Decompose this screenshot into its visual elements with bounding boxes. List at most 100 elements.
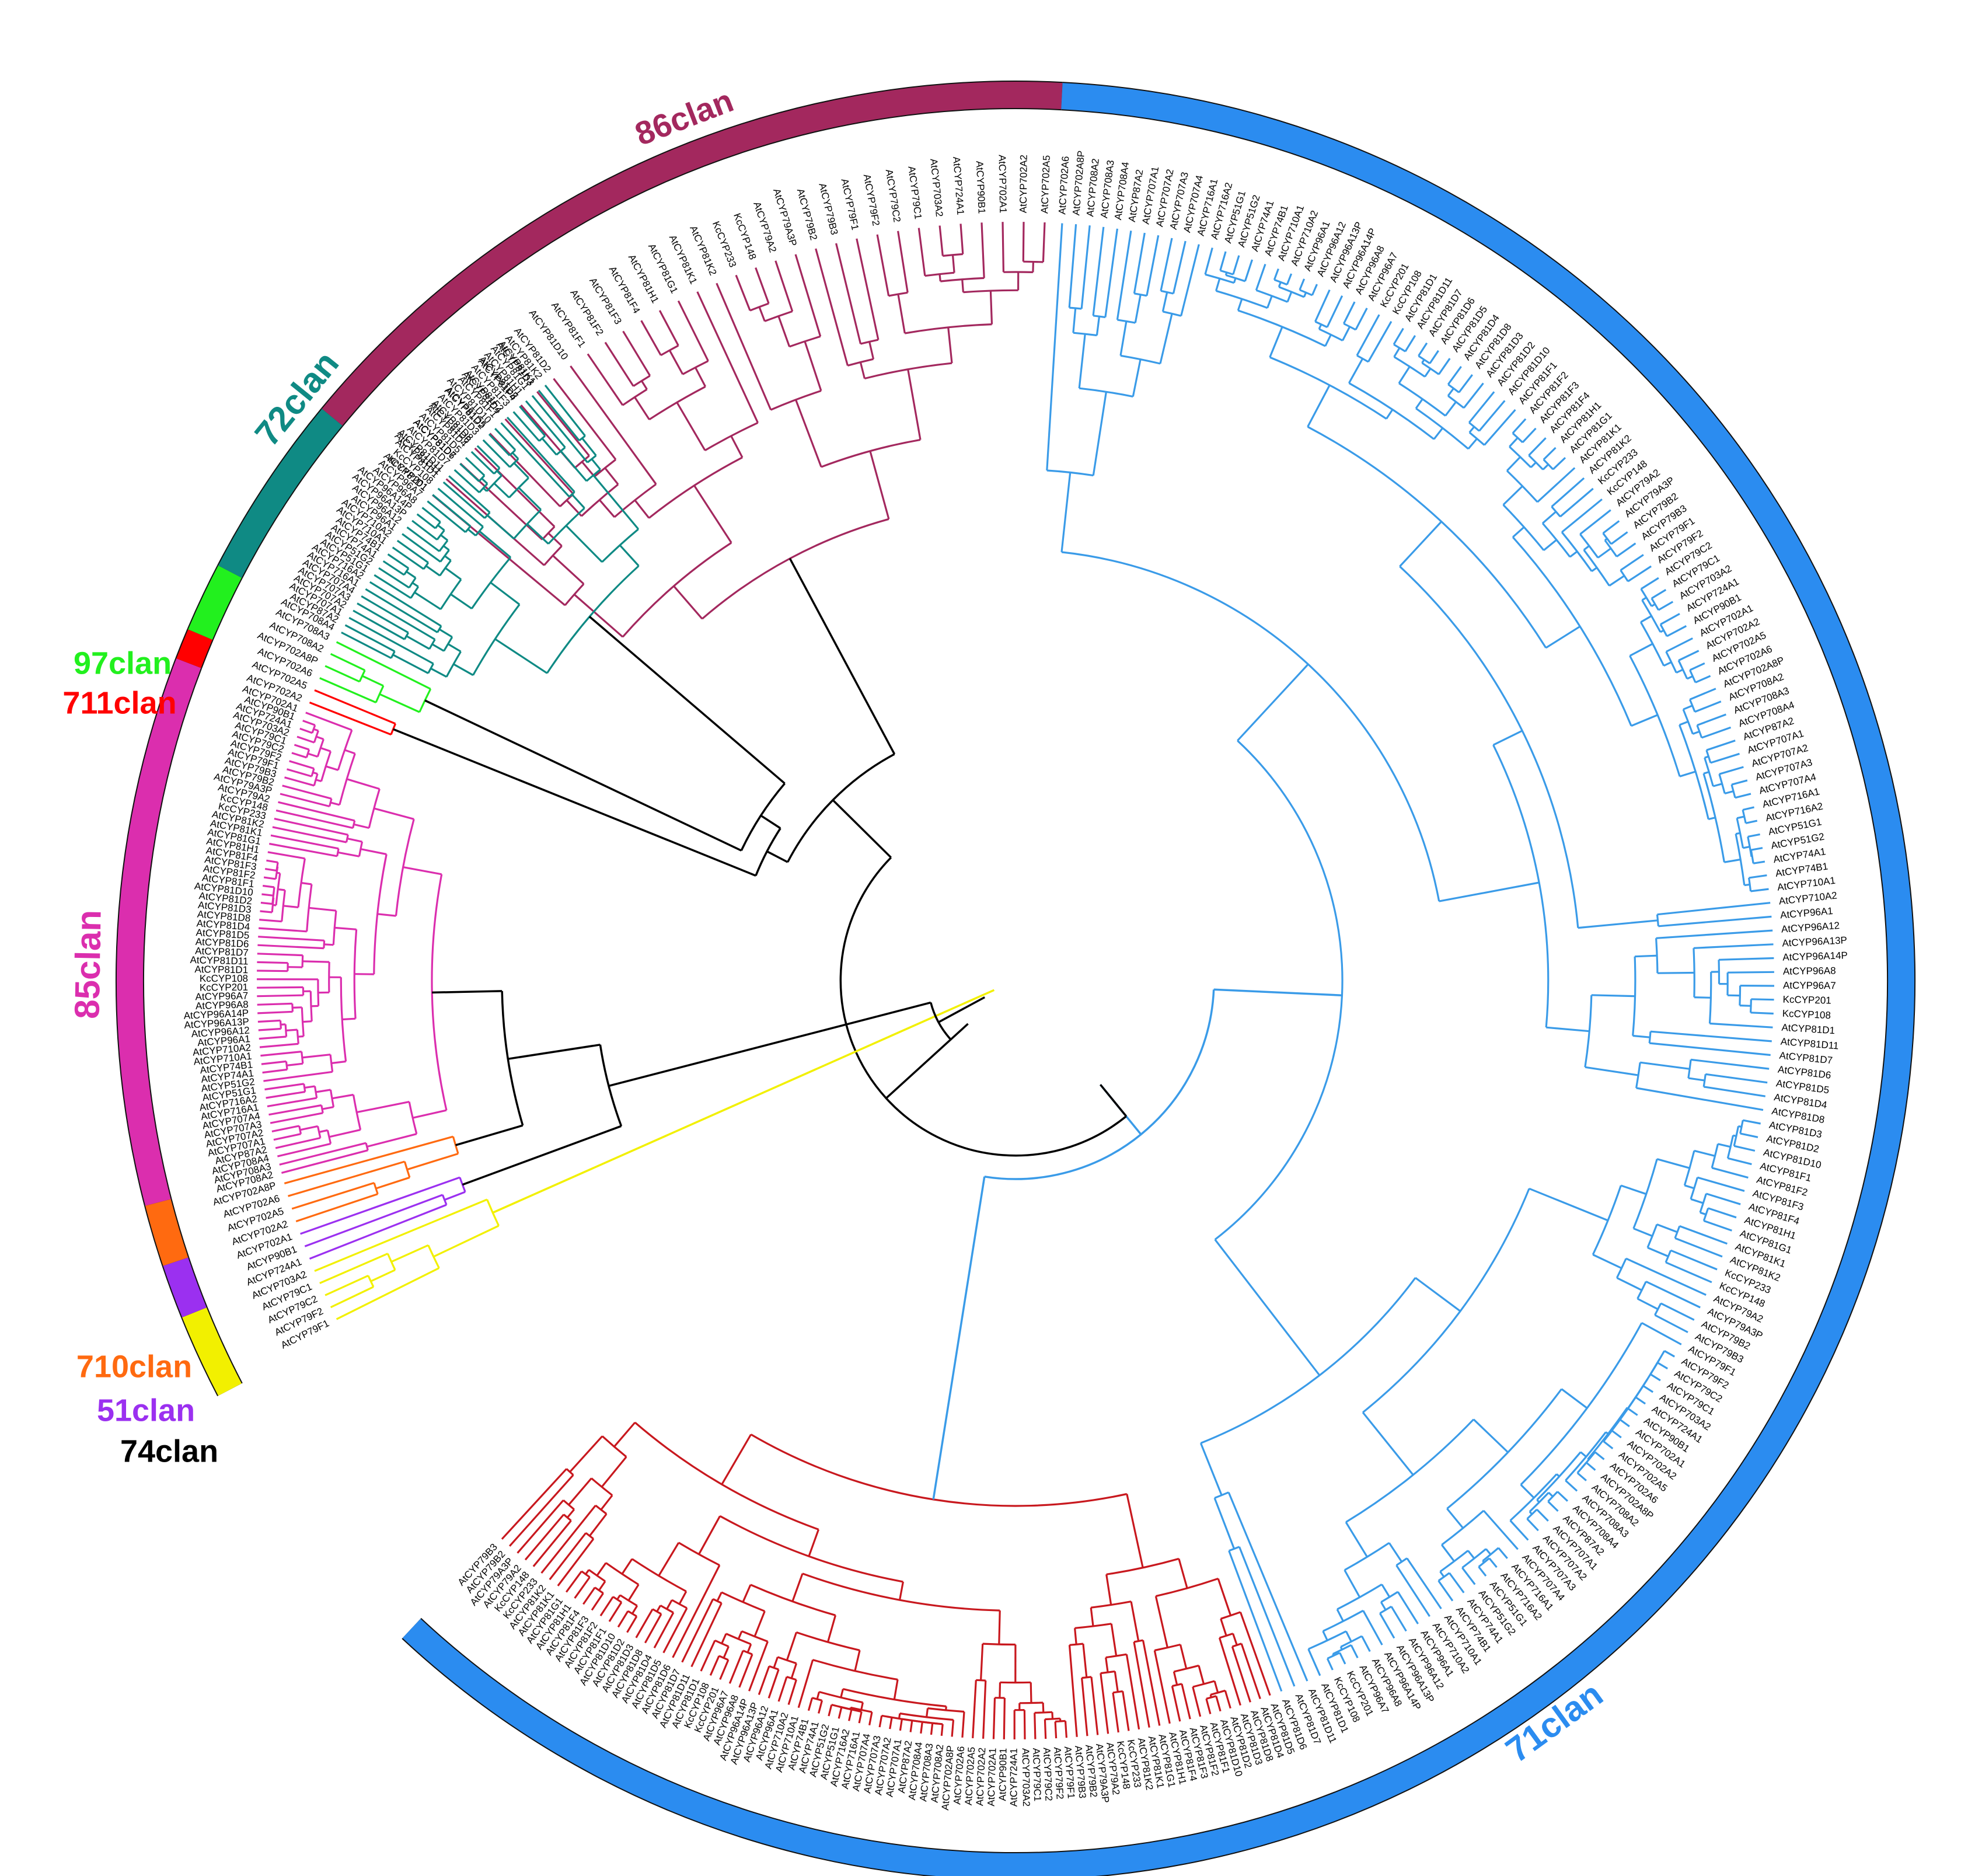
leaf-label: AtCYP81D7 xyxy=(1779,1050,1833,1066)
clan-c71-branch xyxy=(1728,1157,1752,1166)
leaf-label: AtCYP702A1 xyxy=(997,155,1009,213)
clan-c71r-branch xyxy=(951,1720,955,1737)
clan-c85-branch xyxy=(308,906,337,912)
clan-c72-branch xyxy=(619,545,640,567)
clan-c85-branch xyxy=(283,905,299,909)
clan-c71-branch xyxy=(1308,1630,1347,1650)
clan-c85-branch xyxy=(367,1133,417,1148)
clan-c71-branch xyxy=(1447,395,1465,409)
clan-c85-branch xyxy=(360,848,387,856)
clan-c71-branch xyxy=(1393,327,1404,345)
clan-c86-branch xyxy=(868,341,875,360)
clan-c86-branch xyxy=(777,316,791,347)
clan-c72-branch xyxy=(496,470,503,476)
clan-c71-branch xyxy=(1233,278,1237,284)
clan-c86-branch xyxy=(648,385,706,421)
clan-c71-branch xyxy=(1647,1247,1669,1257)
clan-c71r-branch xyxy=(795,1631,860,1651)
clan-c71-branch xyxy=(1635,1062,1641,1089)
leaf-label: AtCYP79F1 xyxy=(839,177,861,231)
clan-c71-branch xyxy=(1565,1431,1607,1481)
clan-c71-branch xyxy=(1585,1066,1639,1076)
leaf-labels: AtCYP81D1AtCYP81D11AtCYP81D7AtCYP81D6AtC… xyxy=(183,150,1848,1811)
clan-c85-branch xyxy=(257,1010,293,1014)
clan-c86-branch xyxy=(959,224,964,254)
clan-c86-branch xyxy=(869,451,890,519)
clan-c71-branch xyxy=(1702,773,1725,863)
clan-c72-branch xyxy=(416,513,436,529)
clan-c71r-branch xyxy=(621,1558,633,1575)
clan-c71-branch xyxy=(1478,400,1506,432)
clan-c72-branch xyxy=(427,500,466,533)
clan-c71-branch xyxy=(1545,625,1580,649)
clan-c71-branch xyxy=(1478,1566,1487,1577)
clan-c71-branch xyxy=(1255,263,1266,291)
clan-c71r-branch xyxy=(644,1613,662,1644)
clan-c86-branch xyxy=(536,390,590,456)
clan-c71-branch xyxy=(1576,1472,1587,1481)
clan-c85-branch xyxy=(264,868,277,872)
clan-c85-branch xyxy=(319,1129,328,1134)
clan-c71r-branch xyxy=(1091,1600,1132,1609)
leaf-label: AtCYP96A12 xyxy=(1781,920,1840,935)
clan-c85-branch xyxy=(337,730,353,770)
clan-c71-branch xyxy=(1735,793,1751,799)
clan-c72-branch xyxy=(447,643,462,653)
clan-c72-branch xyxy=(438,628,453,638)
clan-c71r-branch xyxy=(741,1630,768,1643)
clan-c86-branch xyxy=(668,350,684,375)
clan-c71-branch xyxy=(1415,1277,1461,1312)
clan-c85-branch xyxy=(337,851,360,857)
clan-c71-branch xyxy=(1656,1158,1690,1169)
clan-c71-branch xyxy=(1561,498,1603,533)
clan-c72-branch xyxy=(408,577,417,588)
clan-c86-branch xyxy=(634,396,650,420)
clan-c72-branch xyxy=(396,539,429,564)
clan-c71r-branch xyxy=(777,1676,788,1702)
leaf-label: AtCYP96A8 xyxy=(1783,965,1836,977)
clan-c86-branch xyxy=(716,283,772,410)
clan-c71-branch xyxy=(1307,385,1331,427)
clan-c72-branch xyxy=(432,494,472,527)
clan-c71r-branch xyxy=(631,1605,638,1615)
clan-c86-branch xyxy=(622,330,651,376)
clan-c71-branch xyxy=(1616,1277,1642,1291)
clan-c71r-branch xyxy=(725,1633,752,1645)
clan-c85-branch xyxy=(311,724,316,734)
leaf-label: AtCYP81D11 xyxy=(190,954,248,967)
clan-c71r-branch xyxy=(1054,1721,1058,1739)
clan-c71-branch xyxy=(1512,433,1523,444)
clan-c71-branch xyxy=(1743,846,1750,849)
clan-c86-branch xyxy=(876,234,890,297)
clan-c71-branch xyxy=(1266,295,1273,309)
clan-c71-branch xyxy=(1092,226,1105,316)
clan-c71-branch xyxy=(1073,332,1097,337)
clan-c71-branch xyxy=(1726,1135,1735,1159)
clan-c85-branch xyxy=(305,712,353,731)
clan-c85-branch xyxy=(268,1104,322,1116)
clan-c71r-branch xyxy=(1133,1641,1150,1728)
clan-c85-branch xyxy=(307,752,318,758)
clan-c85-branch xyxy=(403,866,442,876)
clan-c71r-branch xyxy=(509,1474,574,1547)
clan-c71-branch xyxy=(1591,994,1635,998)
clan-c71-branch xyxy=(1689,688,1716,700)
clan-c72-branch xyxy=(483,487,488,492)
clan-c85-branch xyxy=(340,977,347,1062)
clan-c86-branch xyxy=(696,291,759,423)
clan-c71-branch xyxy=(1742,810,1747,824)
clan-c71-branch xyxy=(1219,251,1227,271)
clan-c71-branch xyxy=(1437,1580,1454,1602)
clan-c85-branch xyxy=(257,1019,281,1023)
clan-c85-branch xyxy=(275,1136,321,1149)
clan-c71-branch xyxy=(1238,1546,1296,1687)
clan-c71-branch xyxy=(1204,247,1213,275)
clan-c71-branch xyxy=(1542,511,1557,524)
clan-c71-branch xyxy=(1397,1591,1419,1624)
clan-c71r-branch xyxy=(598,1581,606,1591)
clan-c74-branch xyxy=(390,1244,429,1263)
clan-c71-branch xyxy=(1693,943,1774,949)
clan-c71r-branch xyxy=(893,1679,899,1700)
clan-c86-branch xyxy=(795,399,822,468)
